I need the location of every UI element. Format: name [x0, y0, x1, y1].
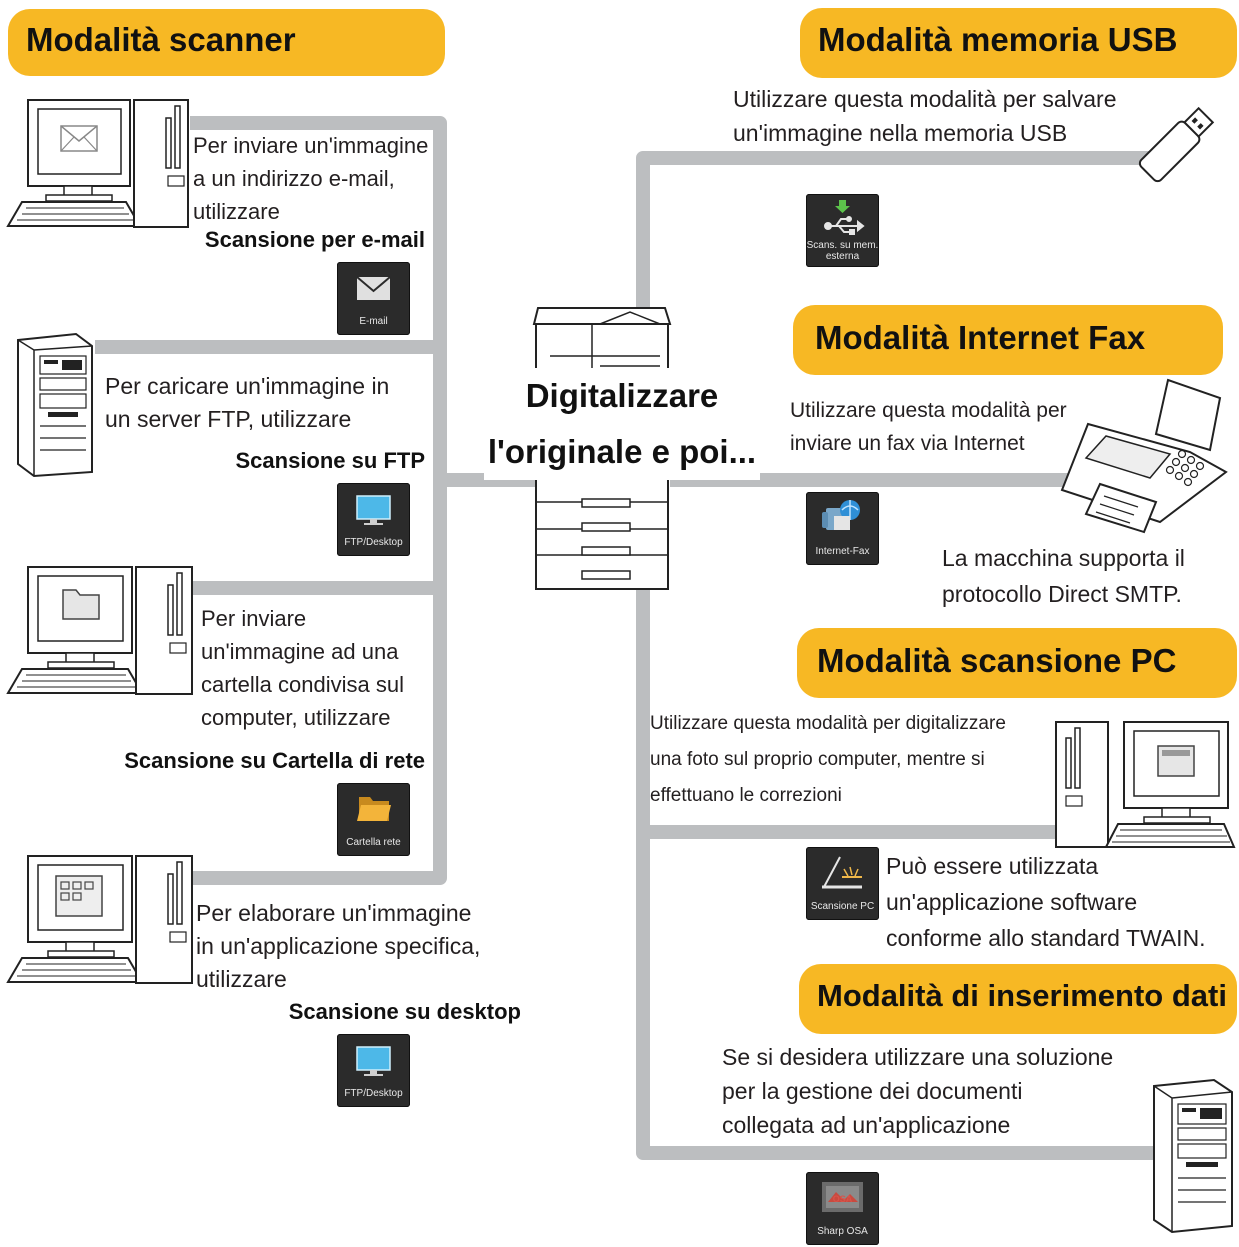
scan-to-desktop-label: Scansione su desktop — [288, 999, 521, 1024]
scan-to-email-label: Scansione per e-mail — [204, 227, 425, 252]
pc-scan-mode-header: Modalità scansione PC — [797, 628, 1237, 698]
scan-to-ftp-label: Scansione su FTP — [235, 448, 426, 473]
folder-icon — [357, 797, 391, 821]
center-caption: Digitalizzare l'originale e poi... — [462, 368, 782, 480]
email-button[interactable]: E-mail — [337, 262, 410, 335]
ftp-desktop-button-2[interactable]: FTP/Desktop — [337, 1034, 410, 1107]
sharp-osa-button[interactable]: OSA Sharp OSA — [806, 1172, 879, 1245]
monitor-icon — [356, 495, 391, 525]
scan-to-network-folder-label: Scansione su Cartella di rete — [124, 748, 425, 773]
scanner-mode-header: Modalità scanner — [8, 9, 445, 76]
network-folder-button[interactable]: Cartella rete — [337, 783, 410, 856]
pc-scan-description: Utilizzare questa modalità per digitaliz… — [650, 713, 1006, 806]
fax-machine-icon — [1060, 378, 1228, 534]
left-bus-line — [190, 116, 447, 885]
external-memory-scan-label: Scans. su mem.esterna — [806, 240, 879, 262]
internet-fax-button[interactable]: Internet-Fax — [806, 492, 879, 565]
osa-icon-text: OSA — [833, 1194, 853, 1204]
server-data-icon — [1153, 1078, 1233, 1234]
scanner-icon — [822, 856, 862, 889]
osa-icon: OSA — [822, 1182, 863, 1212]
usb-mode-header: Modalità memoria USB — [800, 8, 1237, 78]
computer-desktop-icon — [6, 855, 193, 984]
usb-icon — [824, 200, 865, 235]
internet-fax-mode-header: Modalità Internet Fax — [793, 305, 1223, 375]
data-entry-mode-header: Modalità di inserimento dati — [799, 964, 1237, 1034]
computer-folder-icon — [6, 566, 193, 695]
right-bus-line — [636, 151, 1160, 1160]
usb-stick-icon — [1138, 106, 1215, 183]
monitor-icon — [356, 1046, 391, 1076]
ftp-desktop-button[interactable]: FTP/Desktop — [337, 483, 410, 556]
computer-email-icon — [6, 99, 189, 228]
server-ftp-icon — [17, 332, 93, 478]
envelope-icon — [356, 276, 391, 300]
internet-fax-icon — [822, 500, 860, 530]
pc-scan-button[interactable]: Scansione PC — [806, 847, 879, 920]
external-memory-scan-button[interactable]: Scans. su mem.esterna — [806, 194, 879, 267]
computer-pc-scan-icon — [1055, 721, 1236, 848]
